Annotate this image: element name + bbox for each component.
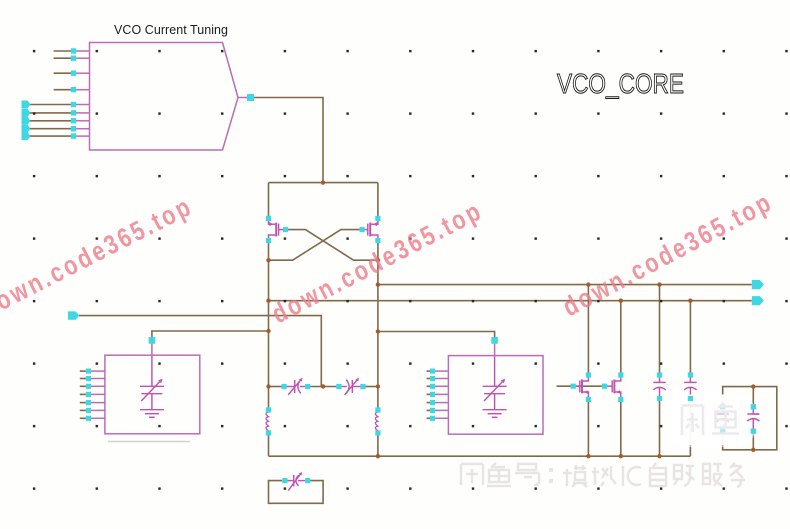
svg-text:VCO_CORE: VCO_CORE xyxy=(557,68,684,99)
svg-text:VCO Current Tuning: VCO Current Tuning xyxy=(114,23,228,37)
